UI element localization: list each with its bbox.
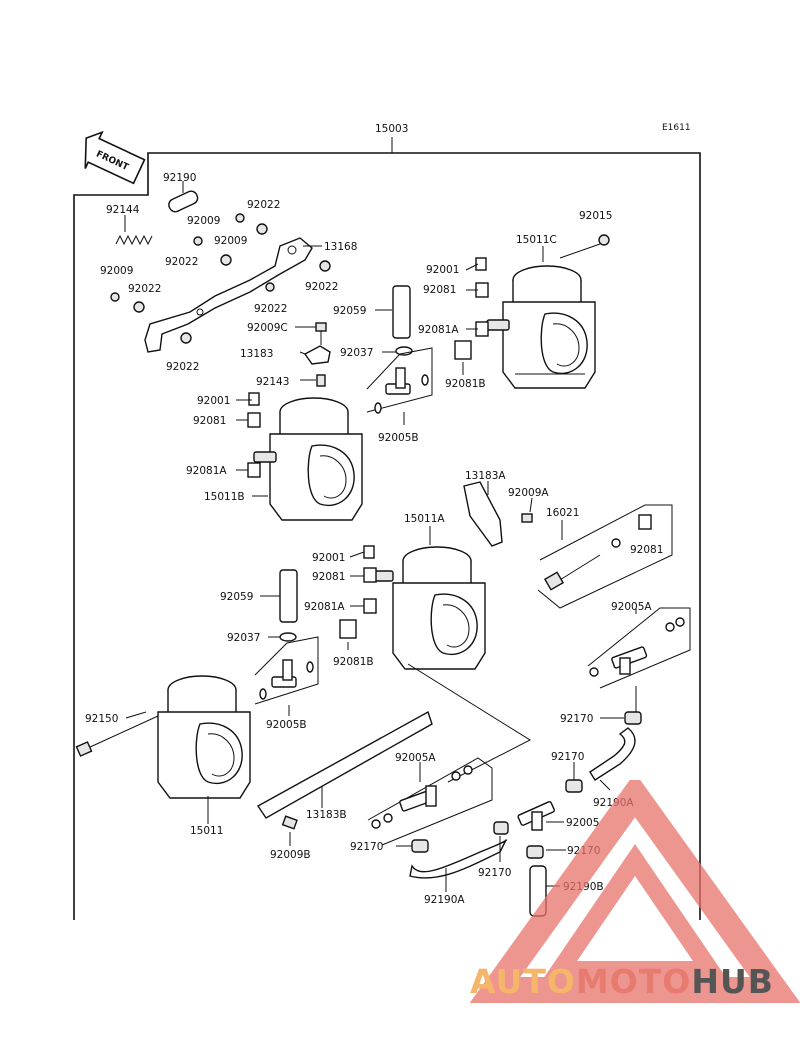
label-92009: 92009	[214, 235, 247, 247]
label-92059: 92059	[220, 591, 253, 603]
watermark-hub: HUB	[691, 962, 774, 1001]
tee-92005	[517, 801, 555, 831]
label-92081: 92081	[312, 571, 345, 583]
label-15003: 15003	[375, 123, 408, 135]
carburetor-15011B	[253, 397, 363, 521]
label-92143: 92143	[256, 376, 289, 388]
front-direction-arrow: FRONT	[84, 130, 146, 185]
label-13183B: 13183B	[306, 809, 347, 821]
carburetor-15011C	[486, 265, 596, 389]
label-92009: 92009	[187, 215, 220, 227]
clamp-92170-right	[624, 711, 642, 725]
springs-15011A	[339, 545, 377, 639]
label-92022: 92022	[166, 361, 199, 373]
ring-92037-upper	[395, 346, 413, 356]
label-92170: 92170	[551, 751, 584, 763]
label-92022: 92022	[128, 283, 161, 295]
label-92081B: 92081B	[445, 378, 486, 390]
label-15011C: 15011C	[516, 234, 557, 246]
label-13183A: 13183A	[465, 470, 506, 482]
pipe-92059-upper	[392, 285, 411, 339]
label-92001: 92001	[426, 264, 459, 276]
adjuster-16021	[537, 504, 673, 609]
springs-15011C	[454, 257, 489, 360]
bracket-13183A	[463, 481, 503, 547]
leader-links	[407, 663, 532, 783]
tee-92005B-upper	[366, 347, 433, 414]
label-92005A: 92005A	[611, 601, 652, 613]
label-92081: 92081	[423, 284, 456, 296]
label-92001: 92001	[197, 395, 230, 407]
label-92081: 92081	[630, 544, 663, 556]
tee-92005A-right	[587, 607, 691, 689]
ring-92037-lower	[279, 632, 297, 642]
watermark-moto: MOTO	[575, 962, 692, 1001]
spring-92144	[115, 234, 153, 246]
label-92170: 92170	[478, 867, 511, 879]
springs-15011B	[247, 392, 261, 478]
label-92005A: 92005A	[395, 752, 436, 764]
label-92190: 92190	[163, 172, 196, 184]
label-92081A: 92081A	[186, 465, 227, 477]
label-92190A: 92190A	[424, 894, 465, 906]
screw-92009B	[281, 815, 298, 830]
label-92059: 92059	[333, 305, 366, 317]
fitting-13183	[303, 345, 331, 365]
carburetor-15011A	[370, 546, 486, 670]
label-92009: 92009	[100, 265, 133, 277]
label-92015: 92015	[579, 210, 612, 222]
label-92037: 92037	[227, 632, 260, 644]
screw-92009A	[521, 513, 533, 523]
label-92170: 92170	[560, 713, 593, 725]
watermark-auto: AUTO	[470, 962, 576, 1001]
pipe-92059-lower	[279, 569, 298, 623]
label-92037: 92037	[340, 347, 373, 359]
label-92005B: 92005B	[266, 719, 307, 731]
label-92005B: 92005B	[378, 432, 419, 444]
label-15011A: 15011A	[404, 513, 445, 525]
label-92022: 92022	[305, 281, 338, 293]
small-fasteners	[110, 213, 610, 344]
tee-92005A-bottom	[367, 757, 493, 846]
label-15011B: 15011B	[204, 491, 245, 503]
label-92022: 92022	[247, 199, 280, 211]
label-92081: 92081	[193, 415, 226, 427]
label-15011: 15011	[190, 825, 223, 837]
hose-92190A-right	[589, 727, 636, 781]
label-16021: 16021	[546, 507, 579, 519]
screw-92009C	[315, 322, 327, 345]
plate-13183B	[256, 710, 433, 819]
label-92001: 92001	[312, 552, 345, 564]
label-92009C: 92009C	[247, 322, 288, 334]
tee-92005B-lower	[254, 636, 319, 705]
carburetor-15011	[157, 675, 251, 799]
watermark-triangle-icon	[470, 780, 800, 1003]
label-13168: 13168	[324, 241, 357, 253]
part-labels: 15003 92190 92144 92009 92022 92009 1316…	[85, 123, 663, 906]
label-92144: 92144	[106, 204, 140, 216]
label-92009B: 92009B	[270, 849, 311, 861]
label-92081A: 92081A	[418, 324, 459, 336]
label-13183: 13183	[240, 348, 273, 360]
assembly-frame	[73, 137, 701, 920]
label-92081B: 92081B	[333, 656, 374, 668]
automotohub-watermark	[470, 780, 800, 1003]
label-92009A: 92009A	[508, 487, 549, 499]
label-92081A: 92081A	[304, 601, 345, 613]
label-92150: 92150	[85, 713, 118, 725]
bracket-13168	[144, 237, 313, 353]
bolt-92150	[75, 715, 159, 757]
label-92022: 92022	[254, 303, 287, 315]
diagram-ref-code: E1611	[662, 123, 691, 133]
watermark-text: AUTOMOTOHUB	[470, 962, 774, 1001]
tube-92190	[168, 190, 199, 213]
label-92005: 92005	[566, 817, 599, 829]
pin-92143	[316, 374, 326, 387]
label-92170: 92170	[350, 841, 383, 853]
label-92022: 92022	[165, 256, 198, 268]
leader-lines	[125, 243, 637, 892]
